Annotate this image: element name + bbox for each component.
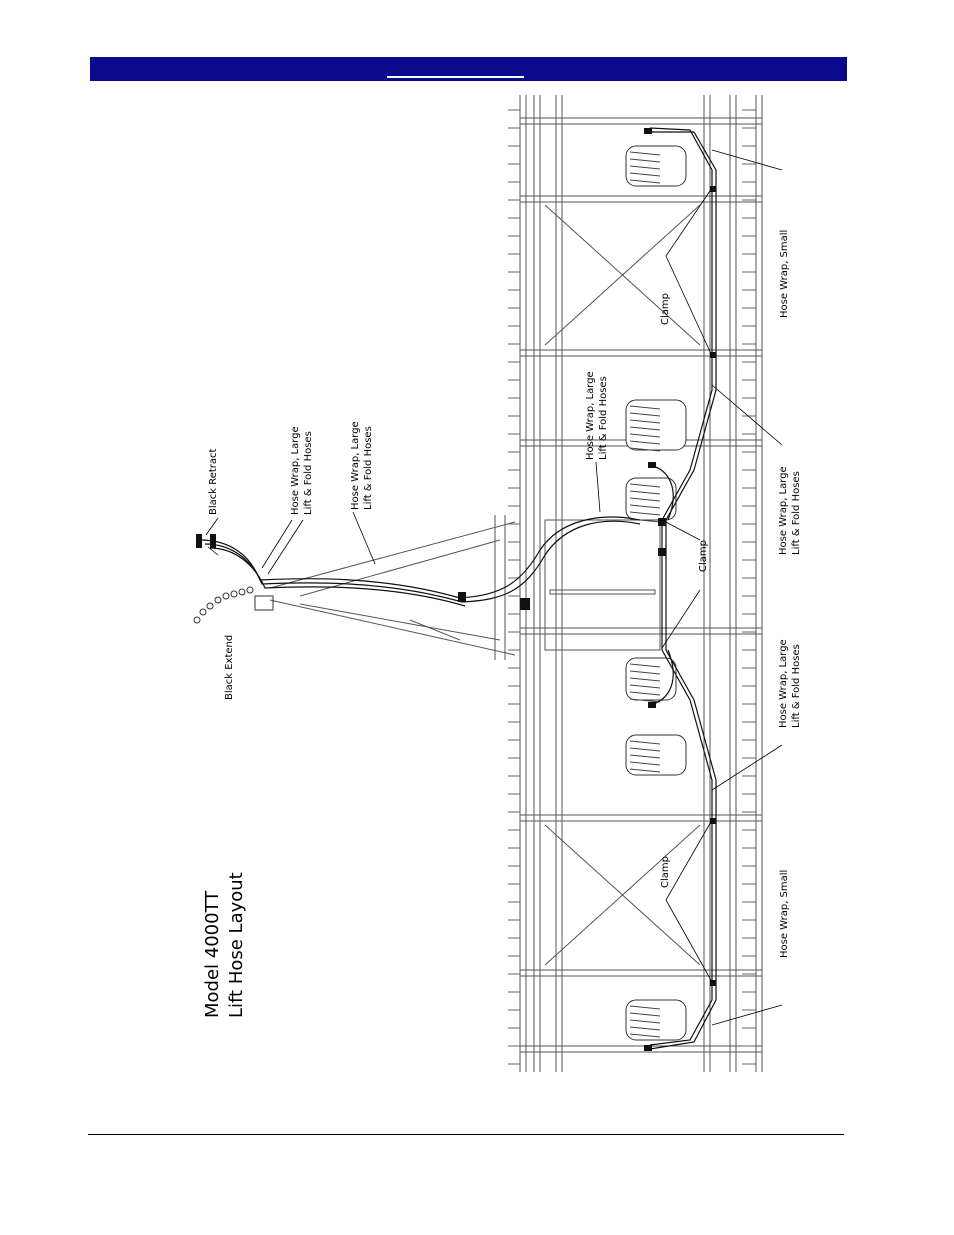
label-clamp-2: Clamp [698, 540, 709, 572]
title-line-1: Model 4000TT [202, 890, 223, 1018]
footer-rule [88, 1134, 844, 1135]
label-hose-wrap-large-5b: Lift & Fold Hoses [791, 644, 802, 728]
label-hose-wrap-large-5a: Hose Wrap, Large [778, 639, 789, 728]
label-clamp-1: Clamp [660, 293, 671, 325]
safety-chain [194, 587, 273, 623]
label-hose-wrap-large-3a: Hose Wrap, Large [585, 371, 596, 460]
label-hose-wrap-large-4a: Hose Wrap, Large [778, 466, 789, 555]
label-hose-wrap-small-2: Hose Wrap, Small [779, 870, 790, 958]
label-hose-wrap-large-4b: Lift & Fold Hoses [791, 471, 802, 555]
label-hose-wrap-large-1b: Lift & Fold Hoses [303, 431, 314, 515]
label-hose-wrap-large-1a: Hose Wrap, Large [290, 426, 301, 515]
label-hose-wrap-large-3b: Lift & Fold Hoses [598, 376, 609, 460]
label-hose-wrap-small-1: Hose Wrap, Small [779, 230, 790, 318]
hydraulic-hoses [200, 128, 716, 1049]
title-line-2: Lift Hose Layout [226, 872, 247, 1018]
label-hose-wrap-large-2b: Lift & Fold Hoses [363, 426, 374, 510]
label-black-retract: Black Retract [208, 448, 219, 515]
label-clamp-3: Clamp [660, 856, 671, 888]
title-block: Model 4000TT Lift Hose Layout [202, 872, 247, 1018]
label-black-extend: Black Extend [224, 635, 235, 700]
label-hose-wrap-large-2a: Hose Wrap, Large [350, 421, 361, 510]
